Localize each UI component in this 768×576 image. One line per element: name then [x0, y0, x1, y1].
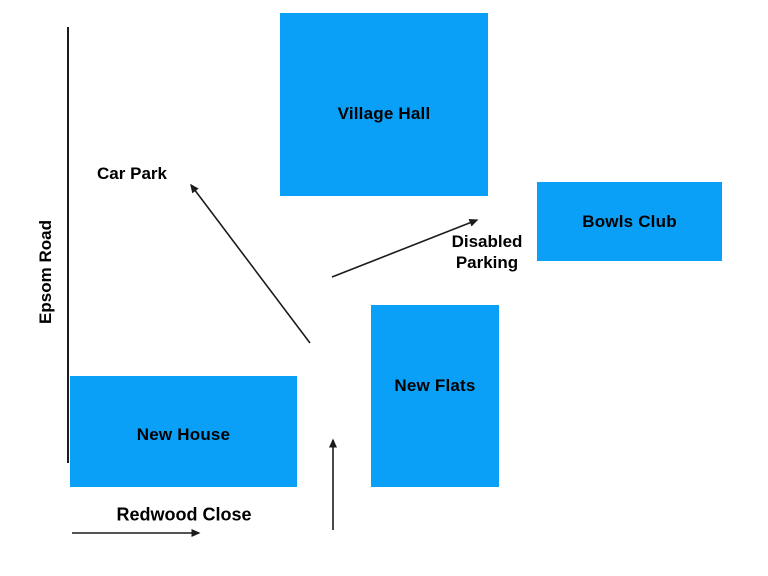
disabled-parking-arrow: [331, 219, 479, 278]
building-label-bowls-club: Bowls Club: [582, 211, 677, 231]
epsom-road-label: Epsom Road: [36, 220, 55, 324]
redwood-close-label: Redwood Close: [116, 504, 252, 525]
building-new-flats: New Flats: [371, 305, 499, 487]
building-label-village-hall: Village Hall: [337, 103, 431, 123]
building-village-hall: Village Hall: [280, 13, 488, 196]
disabled-parking-label: Disabled Parking: [451, 232, 523, 272]
building-label-new-house: New House: [136, 424, 231, 444]
car-park-label: Car Park: [97, 164, 167, 183]
car-park-arrow: [190, 183, 311, 344]
building-new-house: New House: [70, 376, 297, 487]
building-bowls-club: Bowls Club: [537, 182, 722, 261]
building-label-new-flats: New Flats: [394, 376, 476, 395]
